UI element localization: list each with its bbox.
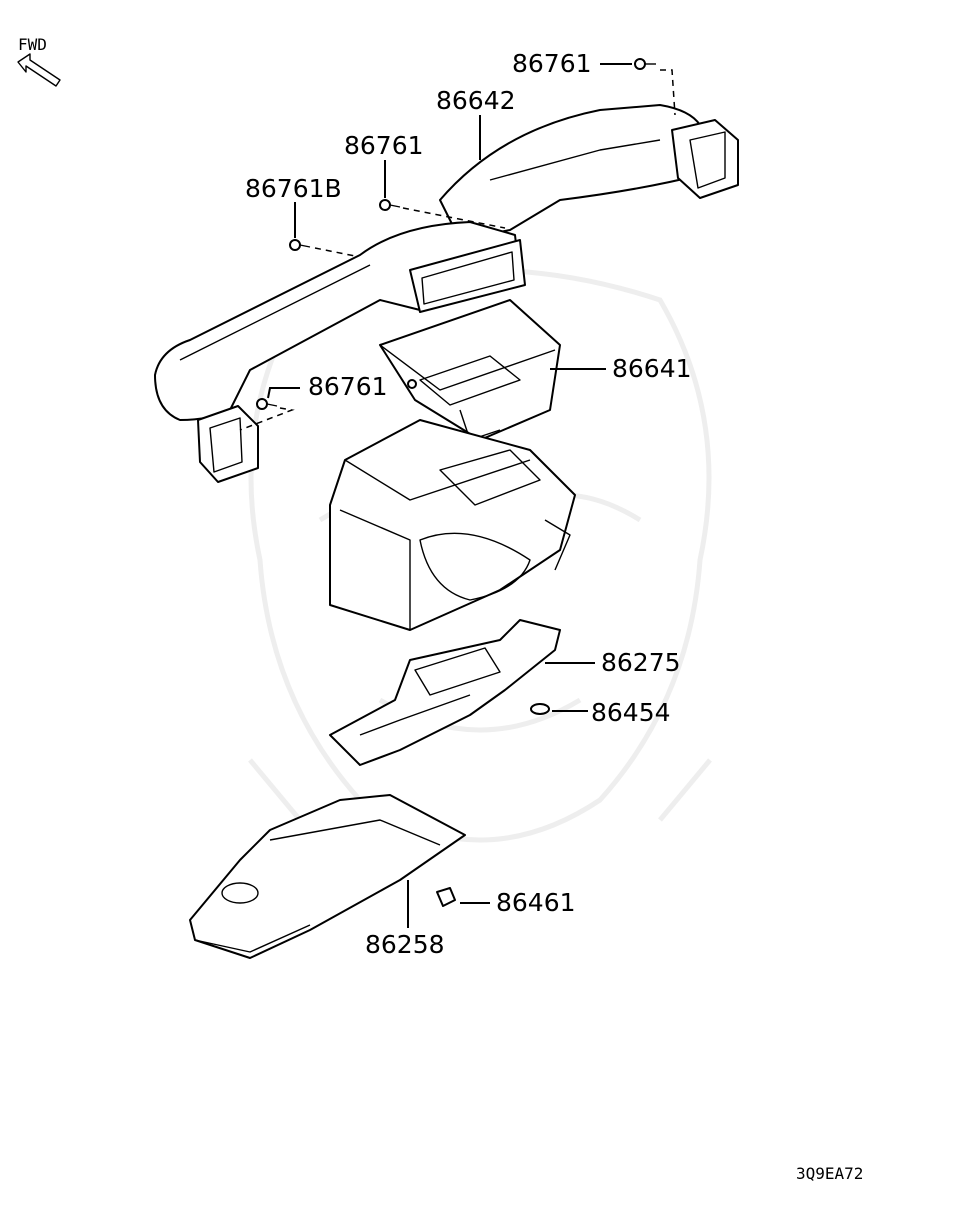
callout-86275: 86275	[601, 648, 681, 677]
duct-86275	[329, 619, 561, 766]
duct-86642	[439, 104, 739, 241]
heater-case	[329, 419, 576, 631]
callout-86641: 86641	[612, 354, 692, 383]
callout-86258: 86258	[365, 930, 445, 959]
dashed-guides	[239, 69, 676, 431]
callout-86761B: 86761B	[245, 174, 342, 203]
screw-86761-top-icon	[634, 58, 656, 70]
screw-86761B-icon	[289, 239, 311, 251]
leader-lines	[267, 63, 632, 928]
figure-code: 3Q9EA72	[796, 1164, 863, 1183]
callout-86761-mid: 86761	[344, 131, 424, 160]
callout-86761-top: 86761	[512, 49, 592, 78]
callout-86642: 86642	[436, 86, 516, 115]
callout-86454: 86454	[591, 698, 671, 727]
clip-86461-icon	[436, 887, 456, 907]
distribution-box-86641	[379, 299, 561, 441]
duct-left	[154, 221, 526, 483]
cover-86258	[189, 794, 466, 959]
screw-86761-mid-icon	[379, 199, 401, 211]
fwd-arrow-icon	[17, 53, 61, 87]
callout-86761-left: 86761	[308, 372, 388, 401]
fwd-label: FWD	[18, 35, 47, 54]
screw-86761-left-icon	[256, 398, 278, 410]
screw-86454-icon	[530, 703, 550, 715]
callout-86461: 86461	[496, 888, 576, 917]
clip-86641-icon	[407, 379, 417, 389]
